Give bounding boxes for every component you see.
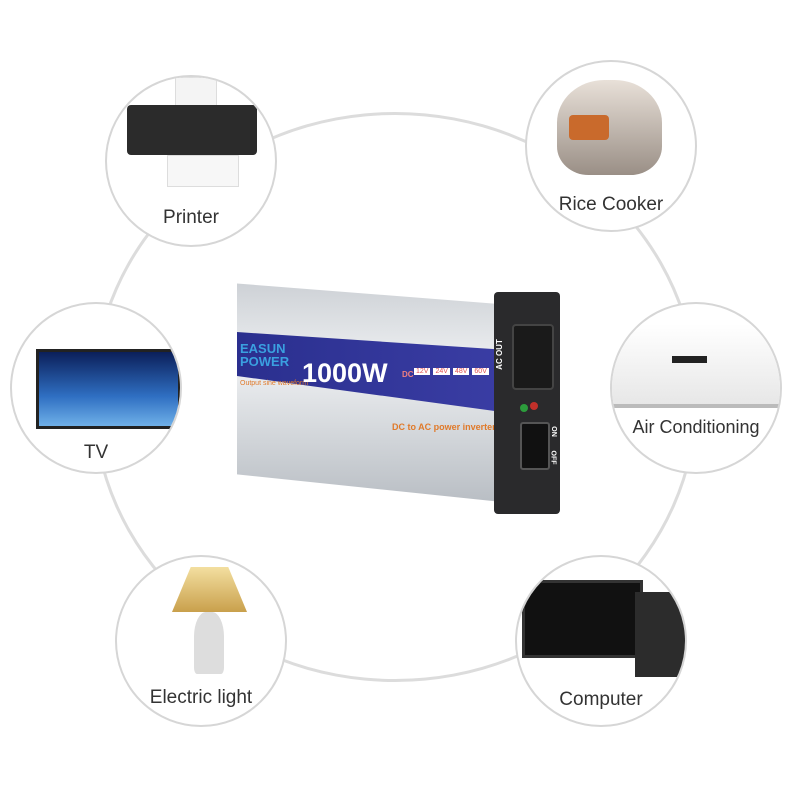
appliance-printer: Printer (105, 75, 277, 247)
appliance-air-conditioner: Air Conditioning (610, 302, 782, 474)
air-conditioner-icon (612, 324, 780, 408)
dc-label: DC (402, 370, 414, 379)
ac-out-label: AC OUT (494, 339, 504, 370)
brand-logo: EASUN POWER (240, 341, 290, 369)
label: Air Conditioning (632, 417, 760, 437)
label: Printer (163, 207, 219, 228)
voltage-24v: 24V (433, 368, 450, 375)
computer-icon (517, 577, 685, 677)
ac-outlet-socket (512, 324, 554, 390)
appliance-tv: TV (10, 302, 182, 474)
appliance-rice-cooker: Rice Cooker (525, 60, 697, 232)
wattage: 1000W (302, 358, 388, 388)
appliance-electric-light: Electric light (115, 555, 287, 727)
green-led-icon (520, 404, 528, 412)
voltage-60v: 60V (472, 368, 489, 375)
rice-cooker-icon (557, 80, 662, 175)
switch-off-label: OFF (549, 450, 557, 465)
power-switch[interactable] (520, 422, 550, 470)
inverter-subtitle: DC to AC power inverter (392, 422, 496, 432)
red-led-icon (530, 402, 538, 410)
appliance-computer: Computer (515, 555, 687, 727)
label: Computer (559, 689, 643, 710)
tv-icon (36, 349, 180, 429)
printer-icon (127, 77, 257, 192)
voltage-12v: 12V (414, 368, 431, 375)
label: TV (83, 442, 109, 463)
lamp-icon (172, 567, 247, 677)
label: Electric light (149, 687, 253, 708)
voltage-48v: 48V (452, 368, 470, 375)
power-inverter: EASUN POWER Output sine waveform 1000W D… (232, 262, 568, 518)
label: Rice Cooker (558, 194, 664, 215)
waveform-text: Output sine waveform (240, 380, 309, 387)
switch-on-label: ON (549, 426, 557, 437)
